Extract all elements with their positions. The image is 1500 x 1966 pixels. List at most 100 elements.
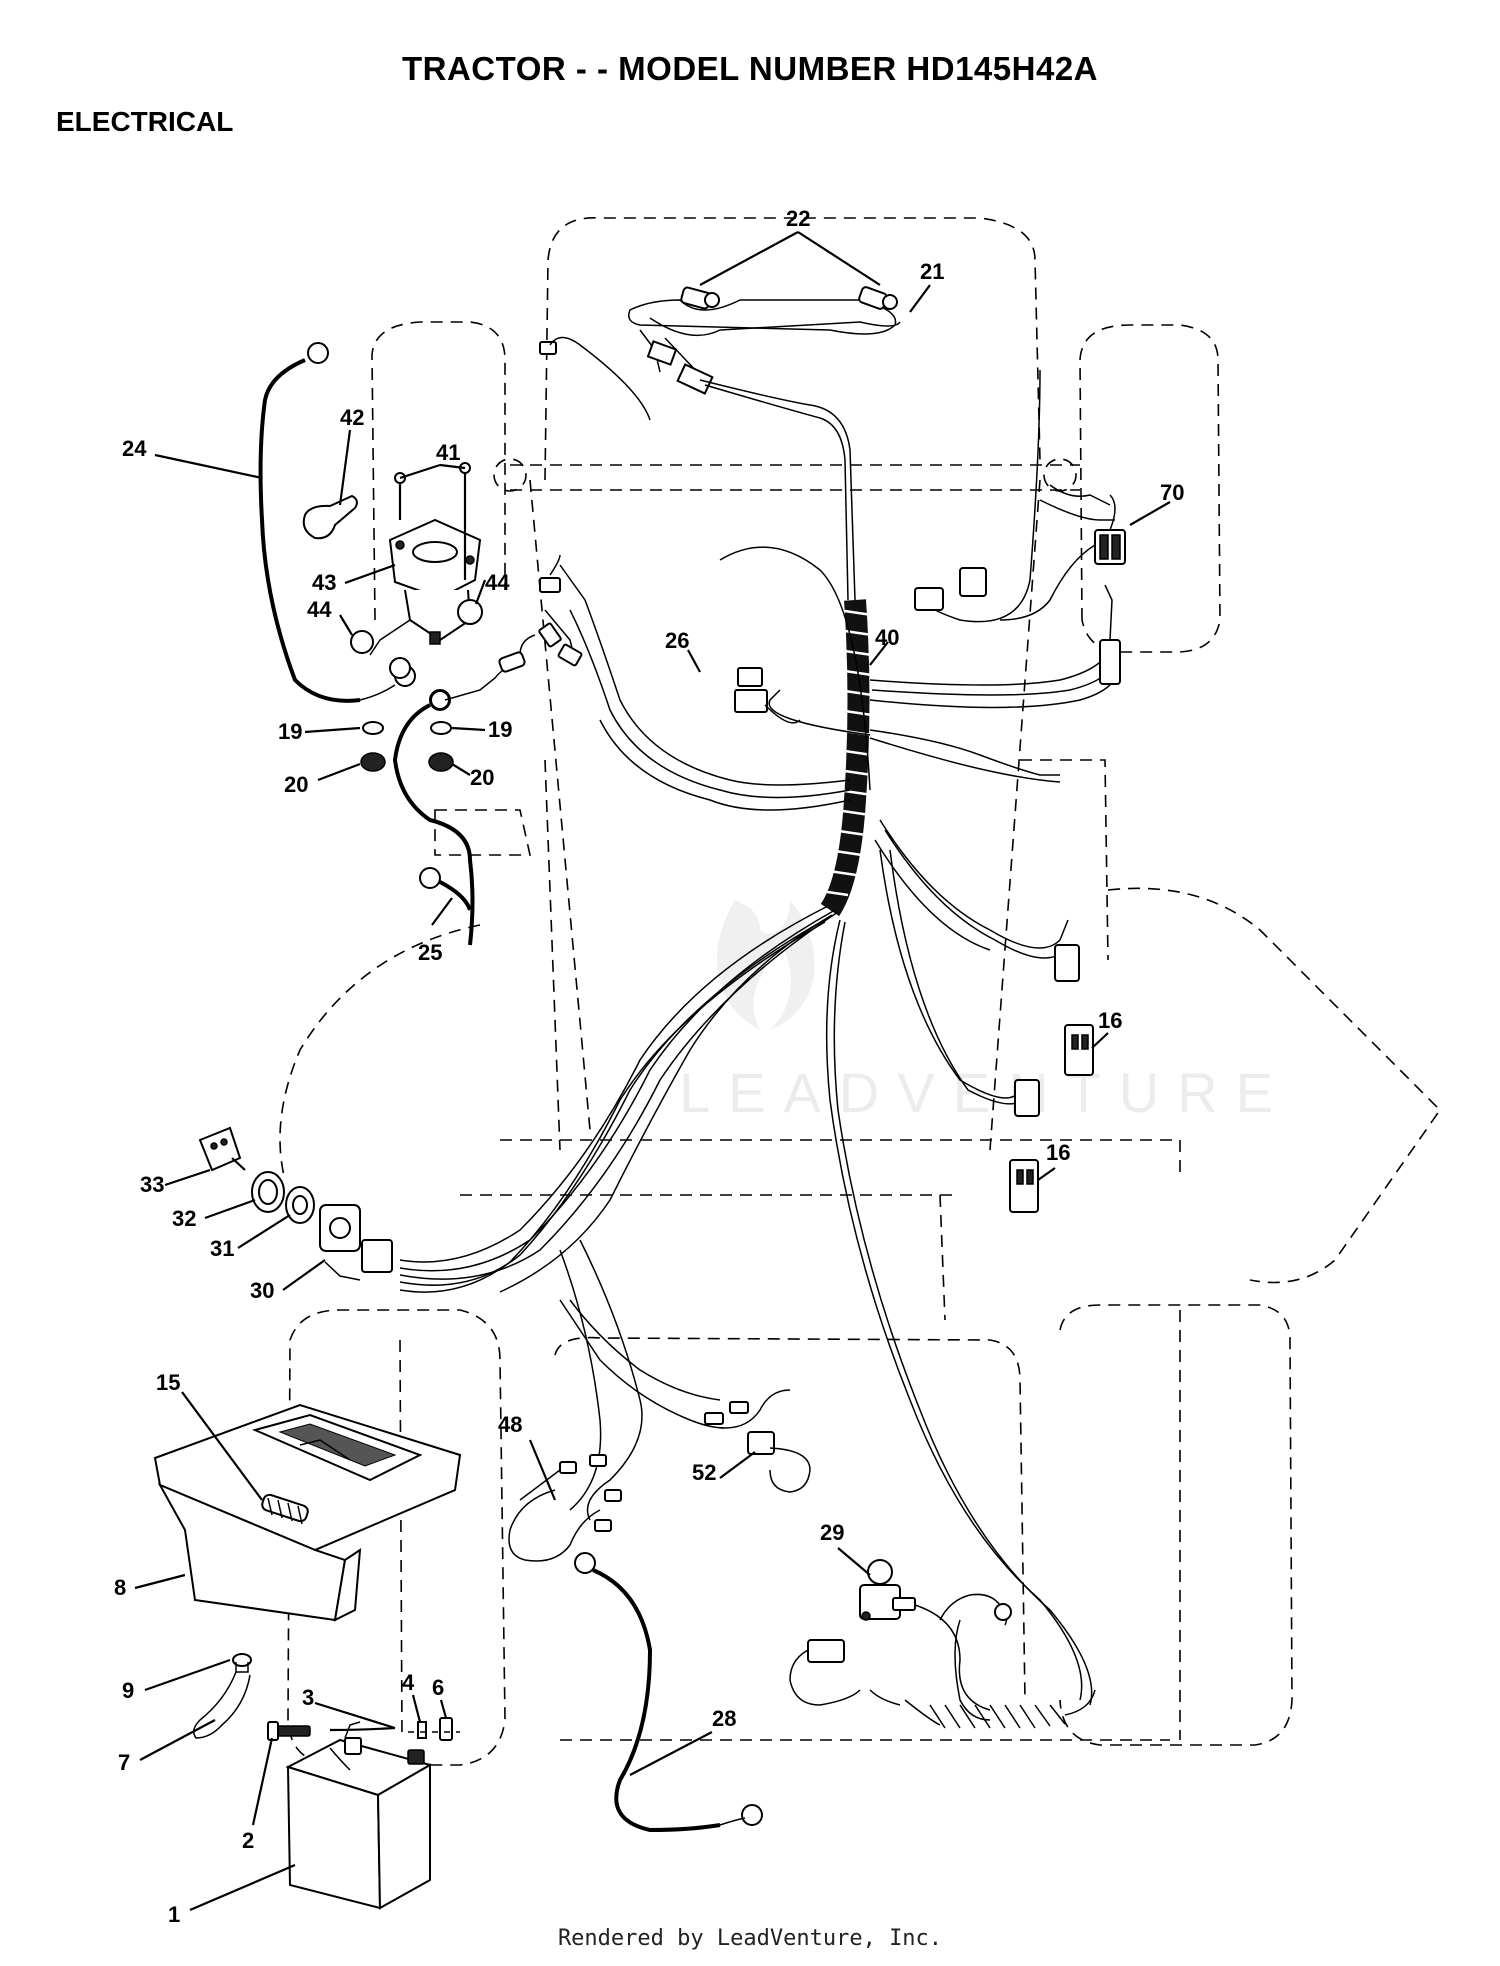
- lead-connector-52: [704, 1401, 811, 1493]
- callout-28: 28: [712, 1706, 736, 1731]
- switch-connector-a: [959, 567, 987, 597]
- battery-hardware: [267, 1717, 460, 1771]
- left-front-wheel-outline: [371, 321, 506, 621]
- washer-4: [417, 1721, 427, 1739]
- connector-16a-mate: [1054, 944, 1080, 982]
- bezel-32: [251, 1171, 285, 1213]
- pto-connector: [539, 577, 561, 593]
- callout-21: 21: [920, 259, 944, 284]
- nut-20-left: [360, 752, 386, 772]
- switch-connector-b: [914, 587, 944, 611]
- ring-terminal-25-bottom: [419, 867, 441, 889]
- frame-right-rail-outline: [989, 479, 1041, 1151]
- callout-44-left: 44: [307, 597, 332, 622]
- ignition-switch-30: [319, 1204, 393, 1281]
- callout-52: 52: [692, 1460, 716, 1485]
- callout-8: 8: [114, 1575, 126, 1600]
- connector-16-top: [1064, 1024, 1094, 1076]
- ring-terminal-28-top: [574, 1552, 596, 1574]
- callout-16-top: 16: [1098, 1008, 1122, 1033]
- harness-branches-left: [509, 546, 871, 811]
- rear-left-wheel-outline: [287, 1309, 506, 1766]
- callout-44-right: 44: [485, 570, 510, 595]
- callout-19-right: 19: [488, 717, 512, 742]
- terminal-cover-42: [302, 494, 358, 540]
- callout-3: 3: [302, 1685, 314, 1710]
- seat-switch-socket: [734, 689, 768, 713]
- seat-deck-outline: [460, 1139, 1181, 1321]
- section-heading: ELECTRICAL: [56, 106, 234, 137]
- ring-terminal-24-top: [307, 342, 329, 364]
- callout-24: 24: [122, 436, 147, 461]
- dash-left-outline: [279, 924, 481, 1181]
- bulb-right: [858, 286, 898, 310]
- callout-42: 42: [340, 405, 364, 430]
- ring-terminal-29: [994, 1603, 1012, 1621]
- main-harness-spiral-wrap: [813, 599, 873, 917]
- ignition-key-33: [198, 1126, 246, 1172]
- bolt-2-head: [267, 1721, 279, 1741]
- callout-1: 1: [168, 1902, 180, 1927]
- page-title: TRACTOR - - MODEL NUMBER HD145H42A: [401, 50, 1098, 87]
- callout-70: 70: [1160, 480, 1184, 505]
- callout-22: 22: [786, 206, 810, 231]
- right-fender-outline: [1107, 887, 1442, 1284]
- steering-support-outline: [434, 809, 531, 856]
- nut-44-left: [350, 630, 374, 654]
- callout-33: 33: [140, 1172, 164, 1197]
- clutch-switch-connector: [1099, 639, 1121, 685]
- footer-credit: Rendered by LeadVenture, Inc.: [557, 1926, 943, 1951]
- seat-switch-plug: [737, 667, 763, 687]
- pivot-left-outline: [493, 458, 527, 492]
- dash-right-outline: [1020, 759, 1109, 961]
- callout-40: 40: [875, 625, 899, 650]
- callout-numbers: 22 21 24 42 41 43 44 44 19 19 20 20 25 2…: [114, 206, 1184, 1927]
- right-front-wheel-outline: [1079, 324, 1221, 653]
- callout-32: 32: [172, 1206, 196, 1231]
- fuse-plug: [538, 622, 562, 648]
- fuse-holder: [539, 341, 557, 355]
- harness-branches-right: [734, 369, 1126, 1213]
- callout-20-left: 20: [284, 772, 308, 797]
- battery-box-8: [153, 1403, 462, 1622]
- solenoid-29: [789, 1559, 1096, 1729]
- connector-29: [807, 1639, 845, 1663]
- callout-9: 9: [122, 1678, 134, 1703]
- lead-connectors-48: [508, 1454, 622, 1562]
- callout-30: 30: [250, 1278, 274, 1303]
- front-axle-outline: [510, 464, 1080, 491]
- headlight-harness: [628, 286, 901, 601]
- terminal-48d: [594, 1519, 612, 1532]
- ring-terminal-28-bottom: [741, 1804, 763, 1826]
- bulb-left: [680, 286, 720, 310]
- strap-3: [329, 1726, 396, 1732]
- nut-31: [285, 1186, 315, 1224]
- callout-48: 48: [498, 1412, 522, 1437]
- connector-52: [747, 1431, 775, 1455]
- callout-29: 29: [820, 1520, 844, 1545]
- callout-25: 25: [418, 940, 442, 965]
- watermark-text: LEADVENTURE: [679, 1061, 1291, 1124]
- washer-19-right: [430, 721, 452, 735]
- rear-right-wheel-outline: [1059, 1304, 1293, 1746]
- tractor-outline: [279, 217, 1442, 1766]
- tube-7: [193, 1671, 251, 1739]
- terminal-48b: [589, 1454, 607, 1467]
- ground-cable-28: [574, 1552, 763, 1833]
- headlight-connector-right: [676, 363, 714, 395]
- callout-15: 15: [156, 1370, 180, 1395]
- vent-tube-9: [232, 1653, 252, 1673]
- callout-2: 2: [242, 1828, 254, 1853]
- hood-outline: [544, 217, 1041, 481]
- terminal-52b: [729, 1401, 749, 1414]
- nut-44-right: [457, 599, 483, 625]
- callout-26: 26: [665, 628, 689, 653]
- callout-20-right: 20: [470, 765, 494, 790]
- callout-19-left: 19: [278, 719, 302, 744]
- callout-16-bottom: 16: [1046, 1140, 1070, 1165]
- washer-19-left: [362, 721, 384, 735]
- connector-16b-mate: [1014, 1079, 1040, 1117]
- headlight-connector-left: [646, 340, 678, 366]
- terminal-lead-center: [389, 651, 526, 710]
